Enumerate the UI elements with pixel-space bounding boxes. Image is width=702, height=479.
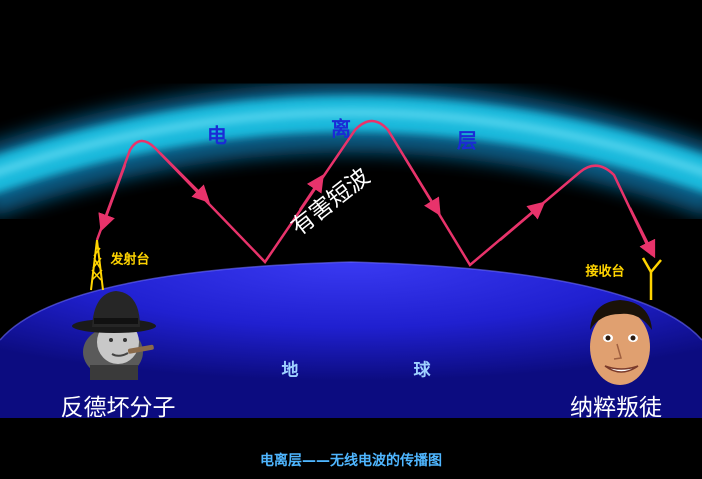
transmitter-label: 发射台 xyxy=(110,252,150,268)
wave-arrow-5 xyxy=(499,201,546,241)
earth-label-char-2: 球 xyxy=(413,360,431,381)
wave-arrow-3 xyxy=(298,174,324,211)
man-portrait xyxy=(590,300,652,385)
wave-line xyxy=(95,119,654,267)
ionosphere-label-char-3: 层 xyxy=(457,128,477,153)
receiver-antenna-icon xyxy=(641,257,662,300)
ionosphere-band xyxy=(0,82,702,216)
receiver-person-label: 纳粹叛徒 xyxy=(570,395,662,421)
diagram-caption: 电离层——无线电波的传播图 xyxy=(260,453,442,469)
radio-wave-path xyxy=(95,119,656,267)
wave-arrow-4 xyxy=(403,157,441,216)
earth-label-char-1: 地 xyxy=(281,360,299,381)
ionosphere-label-char-2: 离 xyxy=(331,116,351,141)
ionosphere-label-char-1: 电 xyxy=(207,123,227,148)
wave-arrow-6 xyxy=(628,207,656,259)
transmitter-person-label: 反德坏分子 xyxy=(60,395,176,421)
man-with-hat-portrait xyxy=(72,291,156,380)
earth-globe xyxy=(0,261,702,479)
transmitter-tower-icon xyxy=(90,239,104,291)
receiver-label: 接收台 xyxy=(585,264,625,280)
wave-arrow-1 xyxy=(98,164,127,232)
wave-arrow-2 xyxy=(159,152,210,203)
